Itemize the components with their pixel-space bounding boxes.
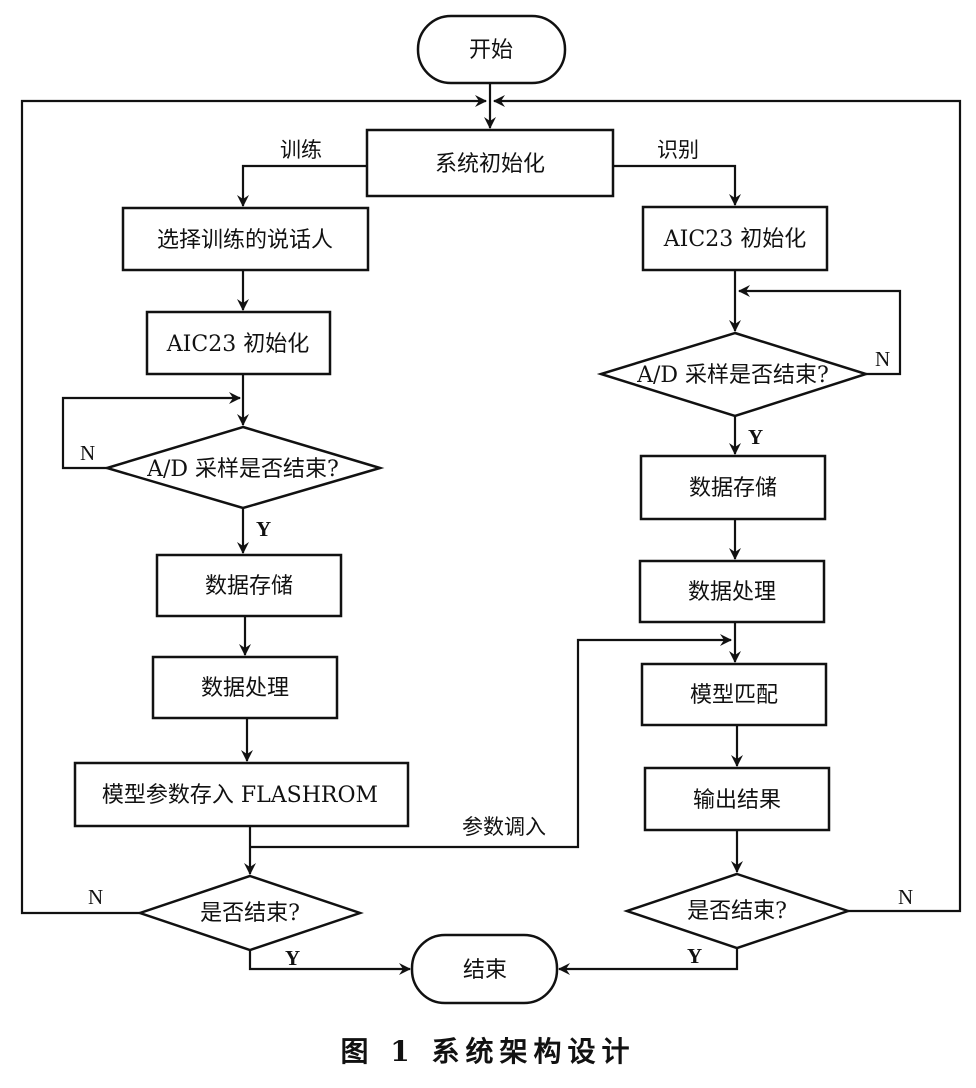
node-train-aic23-init-label: AIC23 初始化 — [166, 332, 309, 357]
label-param-load: 参数调入 — [462, 815, 546, 839]
edge-init-to-recog — [613, 164, 741, 206]
node-sys-init: 系统初始化 — [365, 128, 615, 198]
node-train-data-store-label: 数据存储 — [205, 574, 293, 599]
label-recog-ad-no: N — [875, 347, 890, 371]
label-train-end-yes: Y — [285, 946, 300, 970]
node-train-ad-done: A/D 采样是否结束? — [102, 425, 385, 510]
node-recog-data-store-label: 数据存储 — [689, 476, 777, 501]
edge-recog-ad-no-loop — [738, 285, 902, 376]
node-train-data-process: 数据处理 — [151, 655, 339, 720]
node-train-finished-label: 是否结束? — [200, 901, 300, 926]
node-recog-model-match: 模型匹配 — [640, 662, 828, 727]
node-recog-aic23-init: AIC23 初始化 — [641, 205, 829, 272]
node-start-label: 开始 — [469, 38, 513, 63]
node-recog-aic23-init-label: AIC23 初始化 — [663, 227, 806, 252]
node-train-ad-done-label: A/D 采样是否结束? — [146, 457, 339, 482]
label-recog-end-yes: Y — [687, 944, 702, 968]
node-recog-output-label: 输出结果 — [693, 788, 781, 813]
node-recog-output: 输出结果 — [643, 766, 831, 832]
edge-train-ad-no-loop — [61, 392, 241, 470]
edge-param-load — [250, 634, 732, 849]
node-recog-model-match-label: 模型匹配 — [690, 683, 778, 708]
node-train-save-flash-label: 模型参数存入 FLASHROM — [102, 783, 378, 808]
node-train-select-speaker-label: 选择训练的说话人 — [157, 228, 333, 253]
edge-recog-end-no-loop — [493, 95, 962, 913]
node-end-label: 结束 — [463, 958, 507, 983]
label-recog-ad-yes: Y — [748, 425, 763, 449]
node-start: 开始 — [416, 14, 567, 85]
node-recog-data-store: 数据存储 — [639, 454, 827, 521]
node-recog-ad-done: A/D 采样是否结束? — [596, 331, 871, 418]
node-train-data-process-label: 数据处理 — [201, 676, 289, 701]
node-recog-data-process-label: 数据处理 — [688, 580, 776, 605]
node-recog-finished-label: 是否结束? — [687, 899, 787, 924]
edge-train-end-yes — [248, 950, 411, 975]
node-train-finished: 是否结束? — [136, 874, 364, 952]
label-train-end-no: N — [88, 885, 103, 909]
label-train-ad-no: N — [80, 441, 95, 465]
node-train-save-flash: 模型参数存入 FLASHROM — [73, 761, 410, 828]
label-recog-branch: 识别 — [657, 138, 699, 162]
label-train-ad-yes: Y — [256, 517, 271, 541]
node-train-aic23-init: AIC23 初始化 — [145, 310, 332, 376]
node-train-select-speaker: 选择训练的说话人 — [121, 206, 370, 272]
node-recog-ad-done-label: A/D 采样是否结束? — [636, 363, 829, 388]
edge-train-end-no-loop — [20, 95, 487, 915]
edge-recog-end-yes — [558, 948, 739, 975]
node-recog-finished: 是否结束? — [623, 872, 852, 950]
label-recog-end-no: N — [898, 885, 913, 909]
edge-init-to-train — [237, 164, 367, 207]
node-train-data-store: 数据存储 — [155, 553, 343, 618]
node-recog-data-process: 数据处理 — [638, 559, 826, 624]
node-sys-init-label: 系统初始化 — [435, 152, 545, 177]
label-train-branch: 训练 — [280, 138, 322, 162]
node-end: 结束 — [410, 933, 559, 1005]
figure-caption: 图 1 系统架构设计 — [340, 1035, 636, 1068]
